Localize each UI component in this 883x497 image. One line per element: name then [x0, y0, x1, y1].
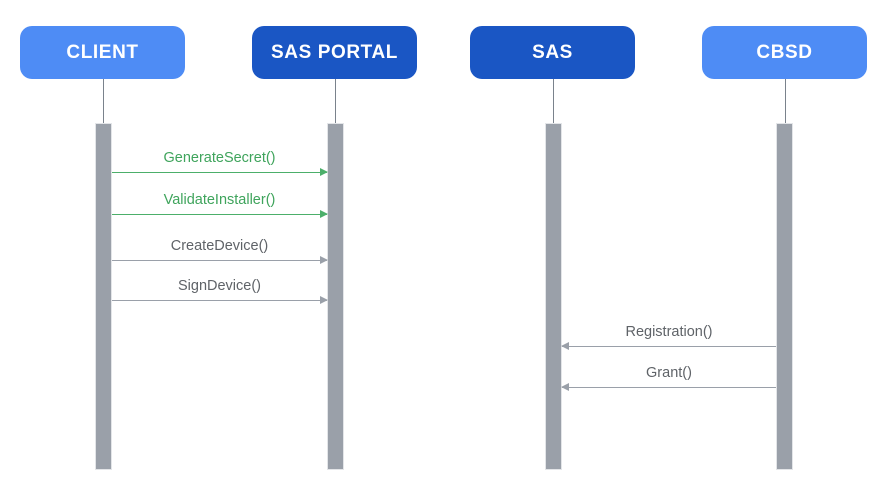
activation-bar-client — [95, 123, 112, 470]
message-line-m2 — [112, 214, 327, 215]
activation-bar-cbsd — [776, 123, 793, 470]
actor-label-sas: SAS — [532, 41, 573, 63]
message-line-m5 — [562, 346, 776, 347]
arrow-head-right-icon — [320, 210, 328, 218]
lifeline-stem-cbsd — [785, 79, 786, 124]
message-label-m3: CreateDevice() — [170, 238, 269, 254]
activation-bar-sas-portal — [327, 123, 344, 470]
message-line-m3 — [112, 260, 327, 261]
actor-box-sas-portal[interactable]: SAS PORTAL — [252, 26, 417, 79]
actor-box-sas[interactable]: SAS — [470, 26, 635, 79]
message-line-m6 — [562, 387, 776, 388]
message-label-m4: SignDevice() — [178, 278, 261, 294]
actor-label-sas-portal: SAS PORTAL — [270, 41, 399, 63]
arrow-head-left-icon — [561, 342, 569, 350]
message-line-m4 — [112, 300, 327, 301]
actor-label-cbsd: CBSD — [756, 41, 813, 63]
message-label-m5: Registration() — [625, 324, 713, 340]
message-line-m1 — [112, 172, 327, 173]
arrow-head-right-icon — [320, 256, 328, 264]
actor-box-cbsd[interactable]: CBSD — [702, 26, 867, 79]
arrow-head-right-icon — [320, 296, 328, 304]
arrow-head-right-icon — [320, 168, 328, 176]
activation-bar-sas — [545, 123, 562, 470]
actor-box-client[interactable]: CLIENT — [20, 26, 185, 79]
actor-label-client: CLIENT — [66, 41, 139, 63]
lifeline-stem-sas — [553, 79, 554, 124]
message-label-m1: GenerateSecret() — [163, 150, 276, 166]
lifeline-stem-sas-portal — [335, 79, 336, 124]
arrow-head-left-icon — [561, 383, 569, 391]
lifeline-stem-client — [103, 79, 104, 124]
message-label-m2: ValidateInstaller() — [163, 192, 276, 208]
message-label-m6: Grant() — [646, 365, 692, 381]
